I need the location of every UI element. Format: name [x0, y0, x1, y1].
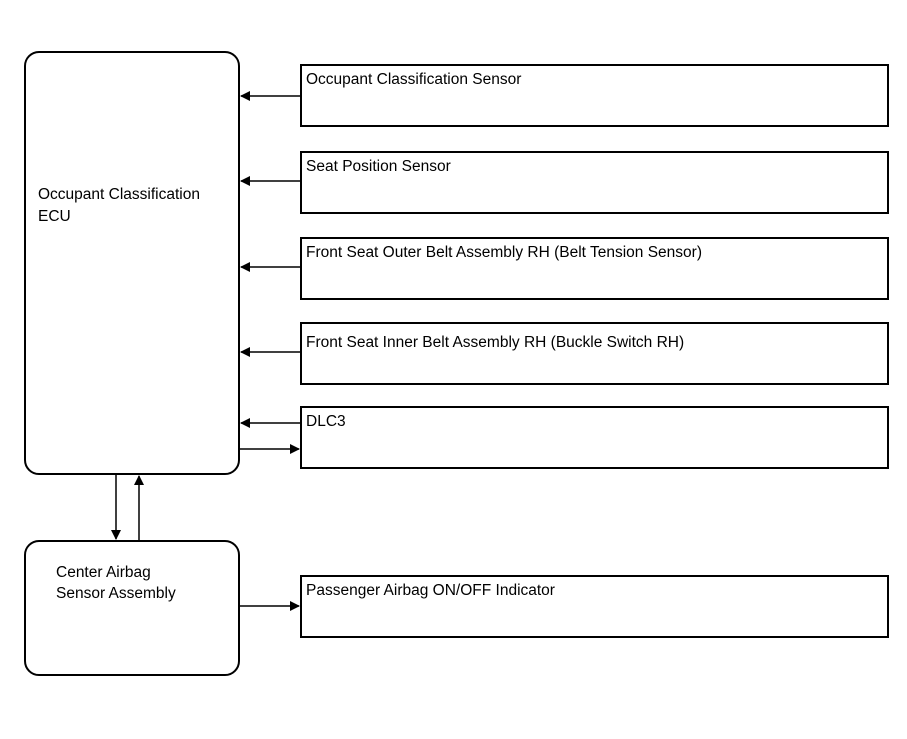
input-label: Occupant Classification Sensor	[306, 71, 521, 88]
input-occupant-classification-sensor: Occupant Classification Sensor	[300, 64, 889, 127]
input-dlc3: DLC3	[300, 406, 889, 469]
passenger-airbag-indicator: Passenger Airbag ON/OFF Indicator	[300, 575, 889, 638]
indicator-label: Passenger Airbag ON/OFF Indicator	[306, 582, 555, 599]
airbag-assembly-label-line1: Center Airbag	[56, 564, 151, 581]
occupant-classification-ecu: Occupant Classification ECU	[24, 51, 240, 475]
input-label: DLC3	[306, 413, 346, 430]
center-airbag-sensor-assembly: Center Airbag Sensor Assembly	[24, 540, 240, 676]
input-seat-position-sensor: Seat Position Sensor	[300, 151, 889, 214]
ecu-label-line2: ECU	[38, 208, 71, 225]
input-label: Front Seat Outer Belt Assembly RH (Belt …	[306, 244, 702, 261]
input-belt-tension-sensor: Front Seat Outer Belt Assembly RH (Belt …	[300, 237, 889, 300]
airbag-assembly-label-line2: Sensor Assembly	[56, 585, 176, 602]
input-label: Seat Position Sensor	[306, 158, 451, 175]
input-label: Front Seat Inner Belt Assembly RH (Buckl…	[306, 334, 684, 351]
input-buckle-switch: Front Seat Inner Belt Assembly RH (Buckl…	[300, 322, 889, 385]
ecu-label-line1: Occupant Classification	[38, 186, 200, 203]
